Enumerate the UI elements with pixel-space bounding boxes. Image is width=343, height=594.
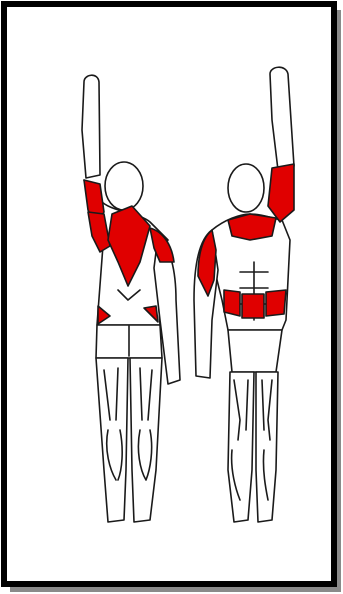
front-pectoral-muscle: [228, 214, 276, 240]
front-pelvis: [228, 330, 282, 372]
front-left-leg: [228, 372, 254, 522]
front-oblique-left-muscle: [224, 290, 240, 316]
front-head: [228, 164, 264, 212]
back-head: [105, 162, 143, 210]
front-oblique-right-muscle: [266, 290, 286, 316]
back-raised-arm: [82, 75, 100, 178]
front-lower-abdominals-muscle: [242, 294, 264, 318]
